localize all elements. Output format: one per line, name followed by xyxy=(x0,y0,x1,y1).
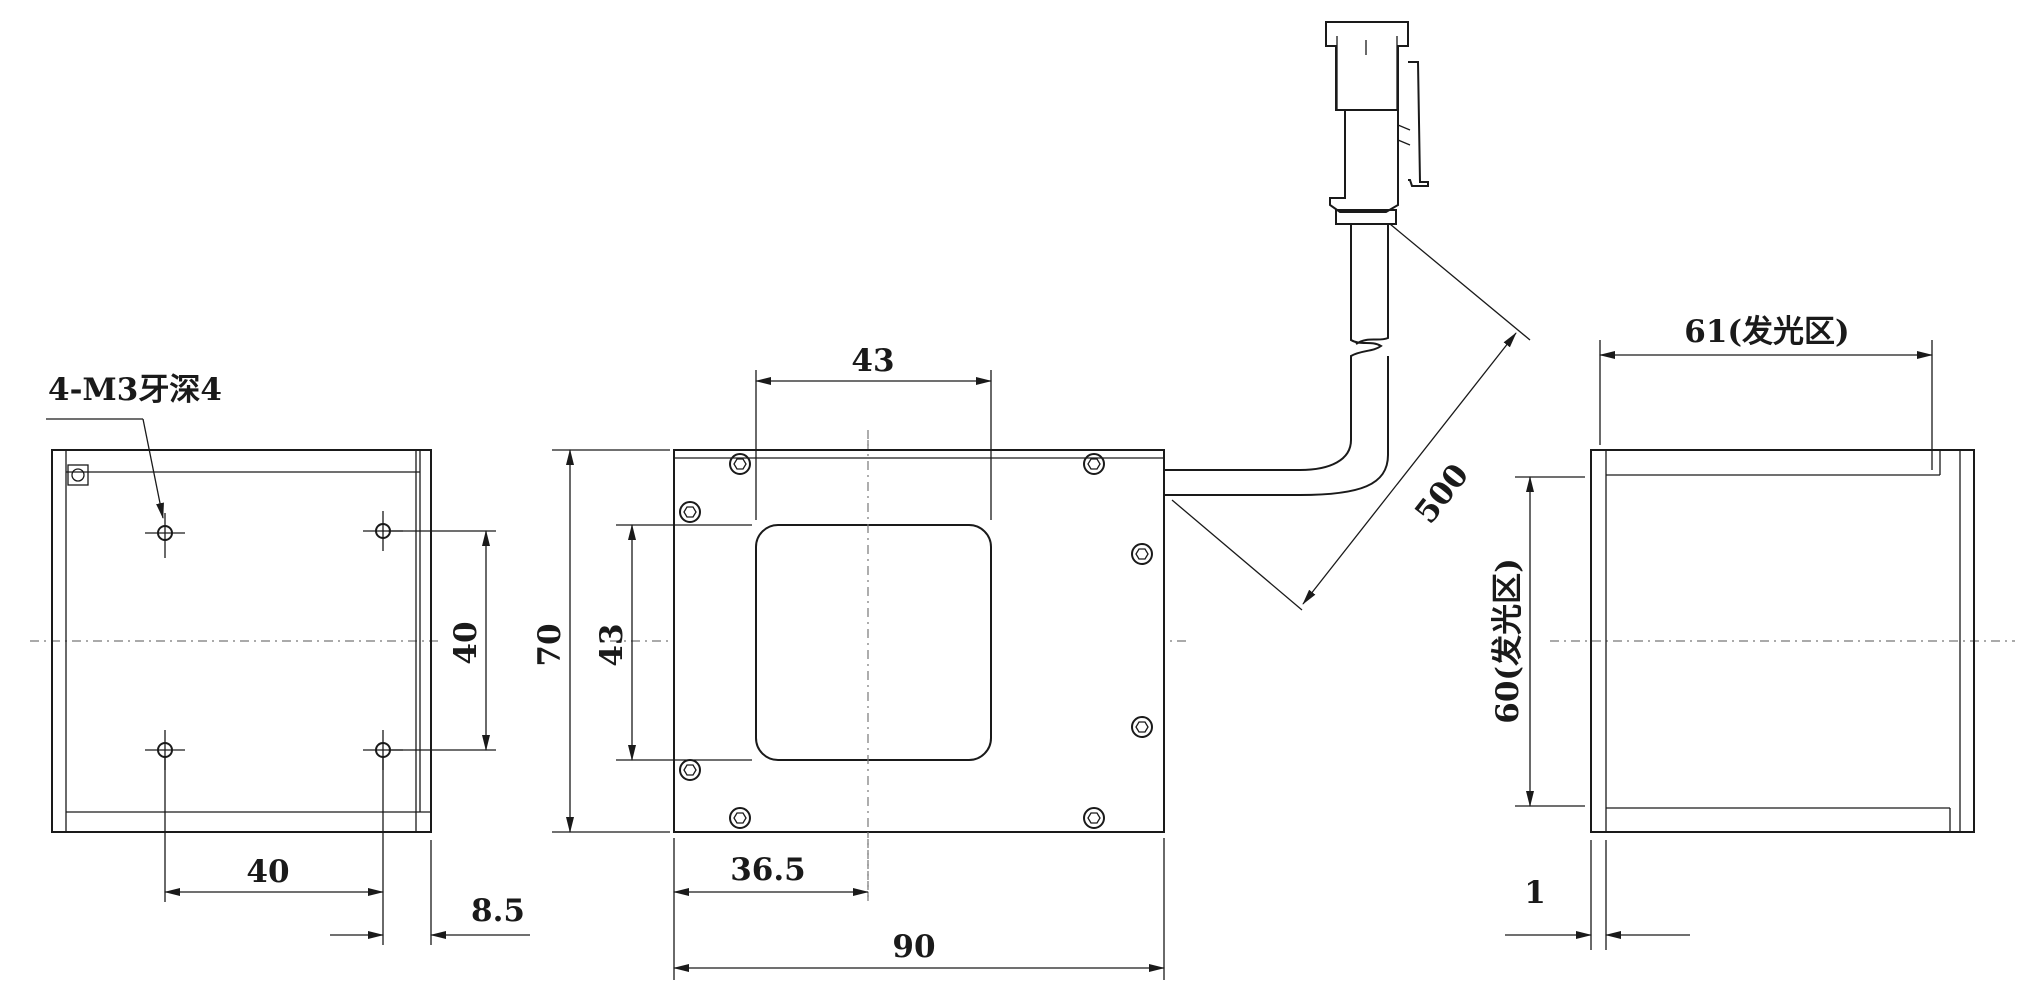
thread-note: 4-M3牙深4 xyxy=(48,372,222,408)
screw-icon xyxy=(729,453,751,475)
front-body-outline xyxy=(673,449,1165,833)
corner-boss xyxy=(67,464,89,486)
dim-emitting-height: 60(发光区) xyxy=(1490,558,1526,723)
dim-hole-horizontal: 40 xyxy=(246,854,289,890)
screw-icon xyxy=(1083,807,1105,829)
dim-hole-vertical: 40 xyxy=(448,621,484,664)
dim-emitting-width: 61(发光区) xyxy=(1684,314,1849,350)
dim-center-offset: 36.5 xyxy=(730,852,806,888)
front-view: 500 43 70 43 36.5 xyxy=(532,21,1531,980)
dim-edge-offset: 8.5 xyxy=(471,893,525,929)
right-view: 61(发光区) 60(发光区) 1 xyxy=(1490,314,2015,950)
dim-lip-thickness: 1 xyxy=(1524,875,1546,911)
cable xyxy=(1160,224,1389,496)
left-view: 4-M3牙深4 40 40 8.5 xyxy=(30,372,530,945)
dim-window-width: 43 xyxy=(851,343,894,379)
dim-body-width: 90 xyxy=(892,929,935,965)
dim-window-height: 43 xyxy=(594,623,630,666)
dim-cable-length: 500 xyxy=(1408,457,1476,530)
screw-icon xyxy=(679,501,701,523)
screw-icon xyxy=(1131,543,1153,565)
emitting-window xyxy=(755,524,992,761)
screw-icon xyxy=(1131,716,1153,738)
dim-line-cable xyxy=(1302,332,1517,605)
mounting-hole xyxy=(145,513,185,558)
right-body-outline xyxy=(1590,449,1975,833)
screw-icon xyxy=(729,807,751,829)
cable-connector xyxy=(1325,21,1429,225)
screw-icon xyxy=(1083,453,1105,475)
left-body-outline xyxy=(51,449,432,833)
dim-body-height: 70 xyxy=(532,623,568,666)
